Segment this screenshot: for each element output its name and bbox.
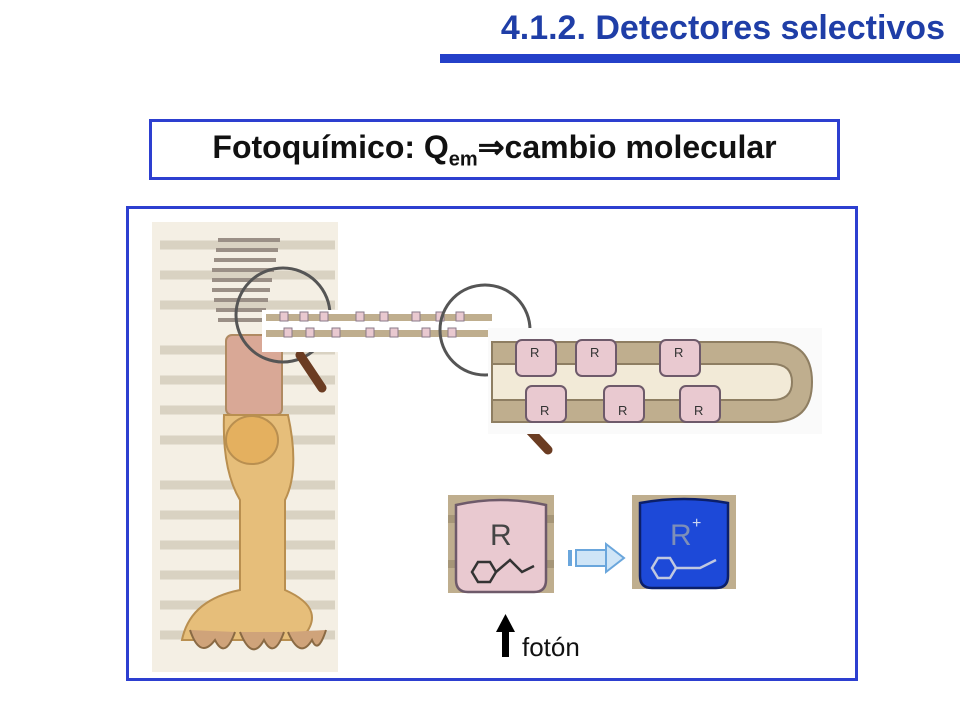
figure-frame	[126, 206, 858, 681]
molecule-label: R	[590, 345, 599, 360]
activated-superscript: +	[692, 515, 701, 532]
disc-membrane-strip	[262, 310, 502, 352]
title-underline	[440, 54, 960, 63]
activated-label: R	[670, 519, 692, 552]
molecule-label: R	[694, 403, 703, 418]
rhodopsin-molecule-icon: R	[448, 495, 554, 594]
photoreceptor-cell-icon	[180, 238, 327, 651]
molecule-label: R	[674, 345, 683, 360]
photon-label: fotón	[522, 632, 580, 662]
subtitle-lead: Fotoquímico: Q	[212, 128, 449, 165]
molecule-label: R	[530, 345, 539, 360]
subtitle-subscript: em	[448, 148, 478, 171]
rhodopsin-membrane: R R R R R R	[488, 328, 822, 434]
activated-molecule-icon: R +	[632, 495, 736, 590]
molecule-label: R	[618, 403, 627, 418]
subtitle: Fotoquímico: Qem⇒cambio molecular	[212, 128, 776, 171]
subtitle-box: Fotoquímico: Qem⇒cambio molecular	[149, 119, 840, 180]
transition-arrow-icon	[568, 541, 626, 575]
photon-arrow-icon	[496, 614, 515, 657]
implies-arrow-icon: ⇒	[477, 128, 505, 165]
molecule-label: R	[490, 519, 512, 552]
subtitle-tail: cambio molecular	[504, 128, 777, 165]
molecule-label: R	[540, 403, 549, 418]
page-title: 4.1.2. Detectores selectivos	[500, 9, 945, 47]
